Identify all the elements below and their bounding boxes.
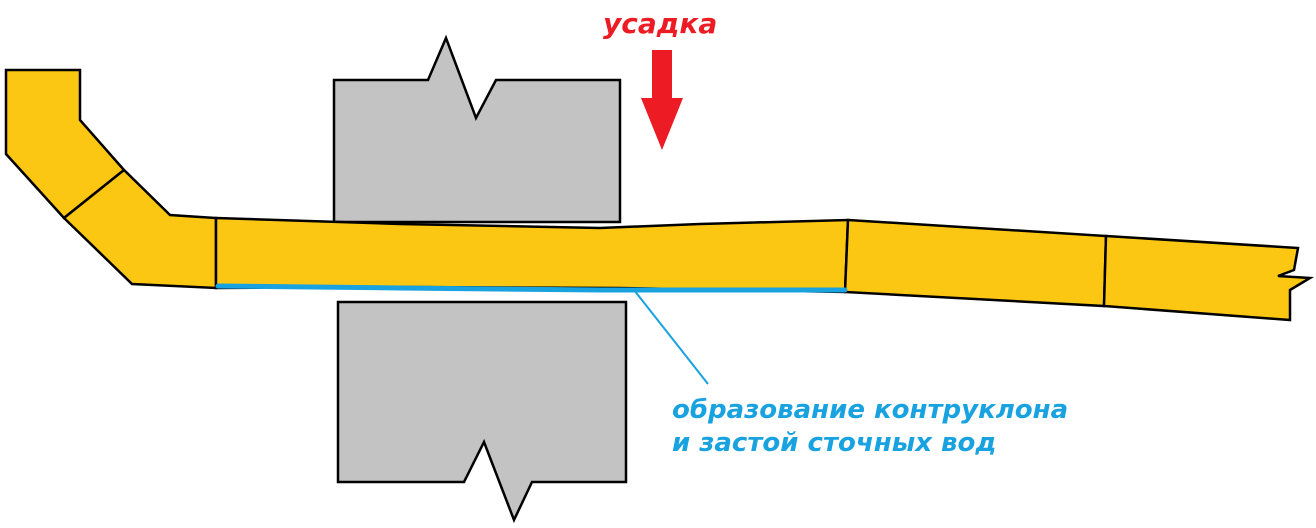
leader-line <box>633 289 709 385</box>
pipe-segment-5 <box>1102 234 1315 322</box>
stagnant-water-line <box>215 283 848 293</box>
down-arrow-icon <box>641 50 683 150</box>
settlement-label: усадка <box>603 7 717 40</box>
upper-block <box>332 34 622 224</box>
lower-block <box>336 300 628 524</box>
pipe-segment-4 <box>843 218 1108 308</box>
pipe-segment-3 <box>214 216 850 294</box>
counterslope-label-line1: образование контруклона <box>672 395 1068 425</box>
counterslope-label-line2: и застой сточных вод <box>672 428 996 458</box>
